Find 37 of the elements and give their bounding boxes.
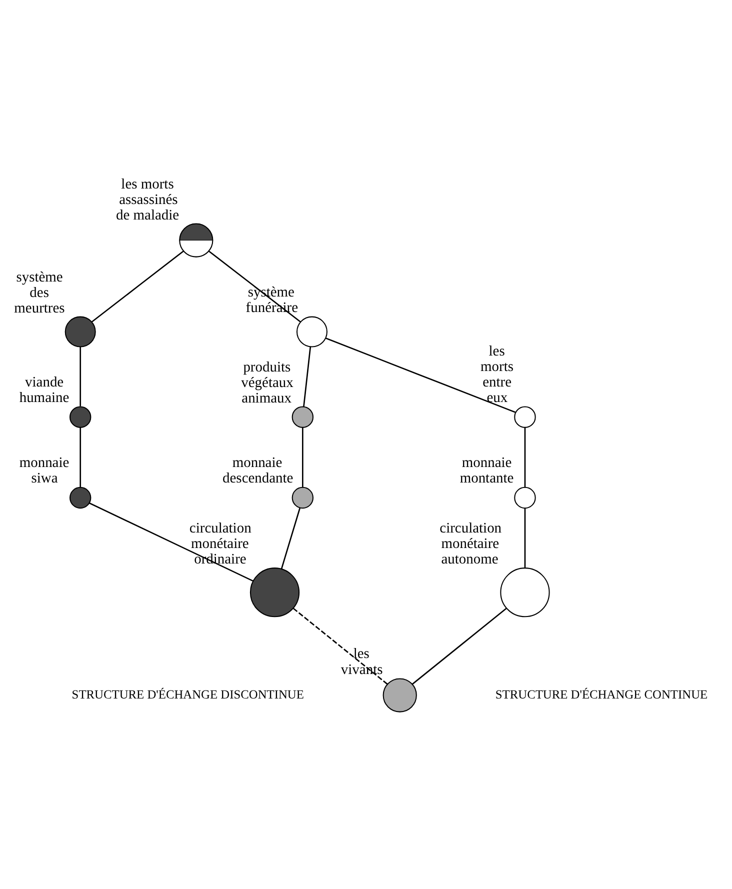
- node-circle: [64, 316, 96, 348]
- connector: [524, 427, 526, 488]
- node-label: système des meurtres: [14, 269, 65, 316]
- node-label: monnaie siwa: [19, 454, 70, 486]
- node-label: produits végétaux animaux: [241, 359, 294, 406]
- label: STRUCTURE D'ÉCHANGE CONTINUE: [495, 687, 708, 702]
- connector: [302, 427, 304, 488]
- node-circle: [70, 406, 92, 428]
- connector: [303, 346, 312, 407]
- node-label: les morts entre eux: [480, 343, 514, 406]
- connector: [208, 250, 301, 322]
- node-circle: [70, 486, 92, 509]
- node-circle: [500, 568, 550, 618]
- connector: [80, 346, 82, 406]
- connector: [80, 427, 82, 488]
- node-label: monnaie descendante: [222, 454, 294, 486]
- connector: [280, 508, 301, 570]
- connector: [91, 250, 184, 322]
- node-circle: [514, 486, 536, 509]
- connector: [524, 508, 526, 568]
- node-circle: [292, 406, 314, 428]
- node-label: monnaie montante: [460, 454, 514, 486]
- connector: [89, 502, 254, 582]
- label: STRUCTURE D'ÉCHANGE DISCONTINUE: [72, 687, 304, 702]
- node-label: viande humaine: [19, 374, 70, 406]
- connector: [292, 608, 388, 685]
- node-circle: [292, 486, 314, 509]
- node-circle: [514, 406, 536, 428]
- node-label: circulation monétaire autonome: [440, 520, 502, 568]
- node-label: assassinés: [119, 192, 178, 208]
- node-label: les morts: [121, 176, 174, 192]
- node-circle: [382, 678, 417, 712]
- node-circle: [296, 316, 328, 348]
- node-circle: [250, 568, 300, 618]
- node-label: les vivants: [340, 646, 383, 678]
- node-label: de maladie: [116, 207, 180, 224]
- connector: [412, 608, 507, 685]
